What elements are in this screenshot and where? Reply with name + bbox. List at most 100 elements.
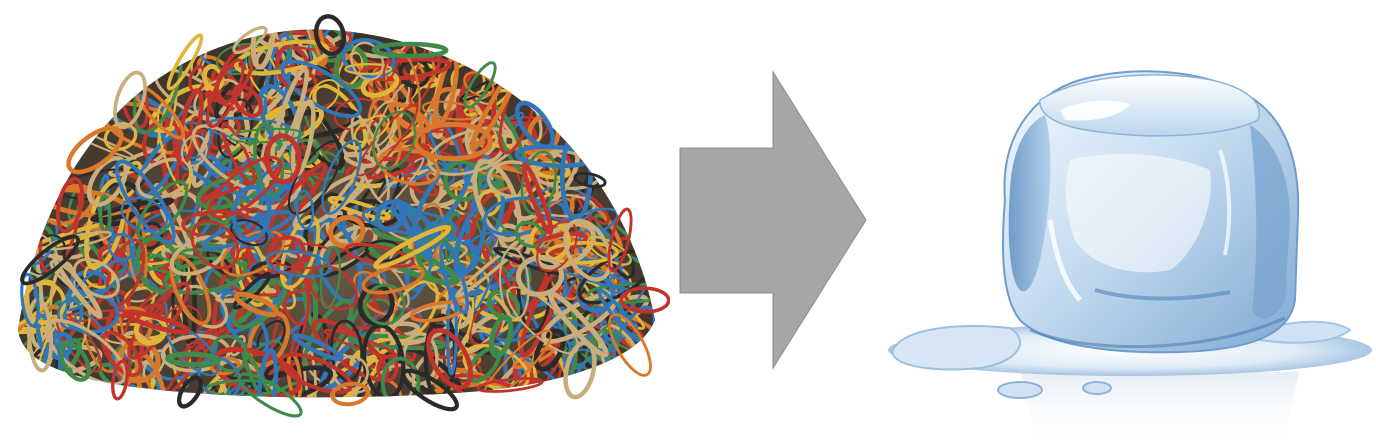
rubber-band — [371, 41, 449, 59]
rubber-band — [220, 123, 256, 186]
rubber-band — [190, 219, 240, 270]
rubber-band — [481, 329, 553, 398]
rubber-band — [232, 25, 268, 55]
rubber-band — [120, 197, 169, 233]
rubber-band — [413, 121, 493, 162]
ice-cube-left-face — [1008, 115, 1051, 292]
melt-puddle-right — [1259, 320, 1352, 344]
rubber-band — [263, 29, 353, 52]
rubber-band — [20, 272, 40, 328]
rubber-band — [589, 374, 646, 391]
rubber-band — [472, 159, 522, 242]
rubber-band — [321, 139, 362, 215]
rubber-band — [20, 234, 80, 286]
rubber-band — [376, 355, 399, 383]
rubber-band — [409, 300, 466, 323]
ice-crack — [1218, 149, 1232, 256]
rubber-band — [321, 29, 352, 49]
ice-reflection — [1020, 372, 1300, 447]
rubber-band — [180, 134, 208, 167]
ice-cube-icon — [888, 70, 1372, 447]
rubber-band — [165, 351, 221, 368]
rubber-band — [439, 242, 470, 315]
rubber-band — [57, 298, 83, 330]
rubber-band — [563, 340, 597, 400]
rubber-band — [463, 61, 497, 109]
rubber-band — [111, 359, 129, 401]
ice-crack — [1094, 288, 1231, 301]
rubber-band — [586, 282, 655, 304]
rubber-band — [353, 114, 390, 143]
rubber-band — [488, 314, 514, 359]
rubber-band — [217, 98, 254, 159]
water-drop — [997, 381, 1043, 399]
ice-crack — [1047, 219, 1082, 302]
rubber-band — [205, 194, 235, 224]
rubber-band — [577, 192, 610, 225]
rubber-band — [230, 219, 268, 247]
rubber-band — [403, 173, 439, 197]
rubber-band — [166, 33, 204, 91]
rubber-band — [256, 347, 279, 398]
rubber-band — [483, 196, 552, 237]
rubber-band — [232, 271, 272, 310]
rubber-band — [323, 328, 398, 359]
rubber-band — [265, 249, 332, 278]
rubber-band — [133, 314, 168, 346]
rubber-band — [468, 304, 503, 347]
rubber-band — [333, 97, 381, 131]
rubber-band — [163, 257, 248, 295]
rubber-bands-pile-icon — [18, 14, 670, 418]
ice-highlight — [1065, 154, 1211, 273]
rubber-band — [486, 160, 540, 199]
rubber-band — [313, 14, 347, 56]
rubber-band — [426, 328, 473, 390]
rubber-band — [361, 206, 458, 238]
rubber-band — [18, 279, 57, 331]
rubber-band — [100, 330, 143, 378]
rubber-band — [98, 194, 112, 236]
rubber-band — [103, 122, 138, 152]
water-drop — [1082, 381, 1112, 395]
loose-band-layer — [20, 14, 670, 418]
rubber-band — [18, 370, 70, 398]
ice-cube-top — [1039, 74, 1260, 137]
rubber-band — [455, 233, 531, 298]
transformation-arrow — [670, 0, 880, 447]
rubber-band — [533, 328, 566, 372]
rubber-band — [619, 286, 670, 314]
rubber-band — [373, 224, 452, 270]
rubber-band — [421, 100, 479, 121]
ice-cube-image — [880, 0, 1376, 447]
rubber-band — [378, 147, 440, 186]
ice-base-shadow — [1029, 316, 1286, 349]
rubber-band — [401, 143, 431, 160]
melt-puddle-left — [890, 325, 1021, 371]
rubber-band — [228, 127, 304, 144]
rubber-band — [521, 162, 554, 235]
rubber-bands-image — [0, 0, 670, 447]
rubber-band — [405, 220, 440, 301]
rubber-band — [231, 84, 263, 118]
right-arrow-icon — [679, 70, 867, 370]
rubber-band — [360, 70, 400, 98]
rubber-band — [295, 189, 315, 230]
rubber-band — [176, 375, 204, 409]
rubber-band — [291, 333, 344, 362]
rubber-band — [237, 372, 303, 418]
rubber-band — [363, 283, 406, 326]
rubber-band — [55, 176, 85, 234]
rubber-band — [179, 248, 231, 260]
rubber-band — [388, 101, 432, 134]
rubber-band — [364, 157, 425, 225]
rubber-band — [327, 195, 392, 221]
rubber-band — [608, 313, 652, 377]
band-layer — [18, 29, 655, 398]
rubber-band — [243, 365, 334, 398]
rubber-band — [122, 309, 191, 335]
rubber-band — [344, 62, 393, 76]
rubber-band — [113, 70, 147, 130]
rubber-band — [573, 171, 607, 189]
rubber-band — [59, 342, 91, 382]
rubber-band — [66, 125, 124, 175]
